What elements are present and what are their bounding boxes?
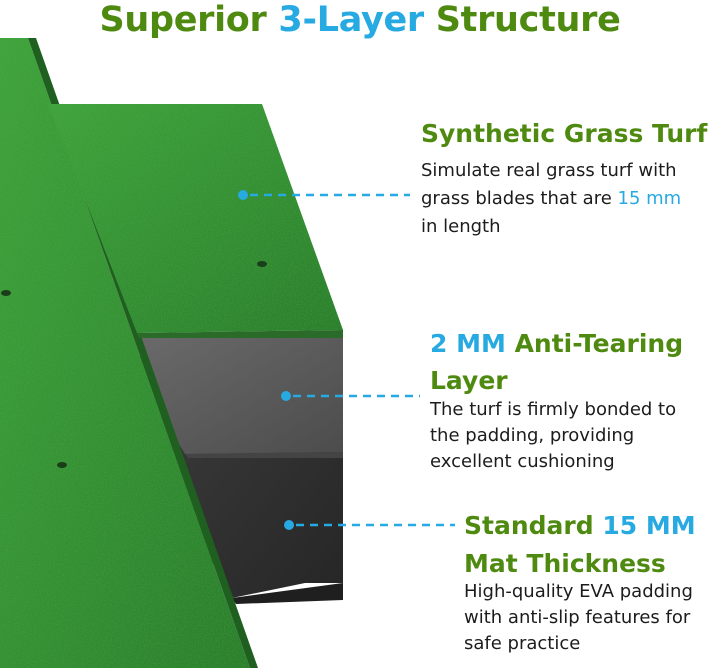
blade-length-value: 15 mm (617, 188, 682, 209)
tee-hole (1, 290, 11, 296)
callout-padding (281, 391, 420, 401)
layer-heading-base: Standard 15 MM Mat Thickness (464, 511, 696, 578)
desc-line: in length (421, 216, 501, 237)
desc-line: grass blades that are 15 mm (421, 188, 682, 209)
mat-thickness-value: 15 MM (602, 511, 696, 540)
title-part: Structure (435, 0, 621, 40)
desc-line: The turf is firmly bonded to (430, 399, 677, 420)
page-title: Superior 3-Layer Structure (0, 0, 720, 40)
desc-line: safe practice (464, 633, 581, 654)
tee-hole (57, 462, 67, 468)
layer-desc-padding: The turf is firmly bonded to the padding… (430, 397, 676, 475)
layer-heading-turf: Synthetic Grass Turf (421, 119, 708, 148)
layer-heading-padding: 2 MM Anti-Tearing Layer (430, 329, 684, 395)
anti-tearing-padding-layer (140, 335, 343, 458)
desc-line: Simulate real grass turf with (421, 160, 677, 181)
layer-desc-turf: Simulate real grass turf with grass blad… (421, 157, 681, 241)
title-part: Superior (99, 0, 267, 40)
callout-base (284, 520, 455, 530)
padding-thickness-value: 2 MM (430, 329, 506, 358)
layer-desc-base: High-quality EVA padding with anti-slip … (464, 579, 693, 657)
desc-line: High-quality EVA padding (464, 581, 693, 602)
desc-line: excellent cushioning (430, 451, 615, 472)
tee-hole (257, 261, 267, 267)
title-accent: 3-Layer (278, 0, 424, 40)
desc-line: with anti-slip features for (464, 607, 691, 628)
desc-line: the padding, providing (430, 425, 635, 446)
synthetic-grass-turf-layer (48, 104, 343, 338)
callout-turf (238, 190, 410, 200)
